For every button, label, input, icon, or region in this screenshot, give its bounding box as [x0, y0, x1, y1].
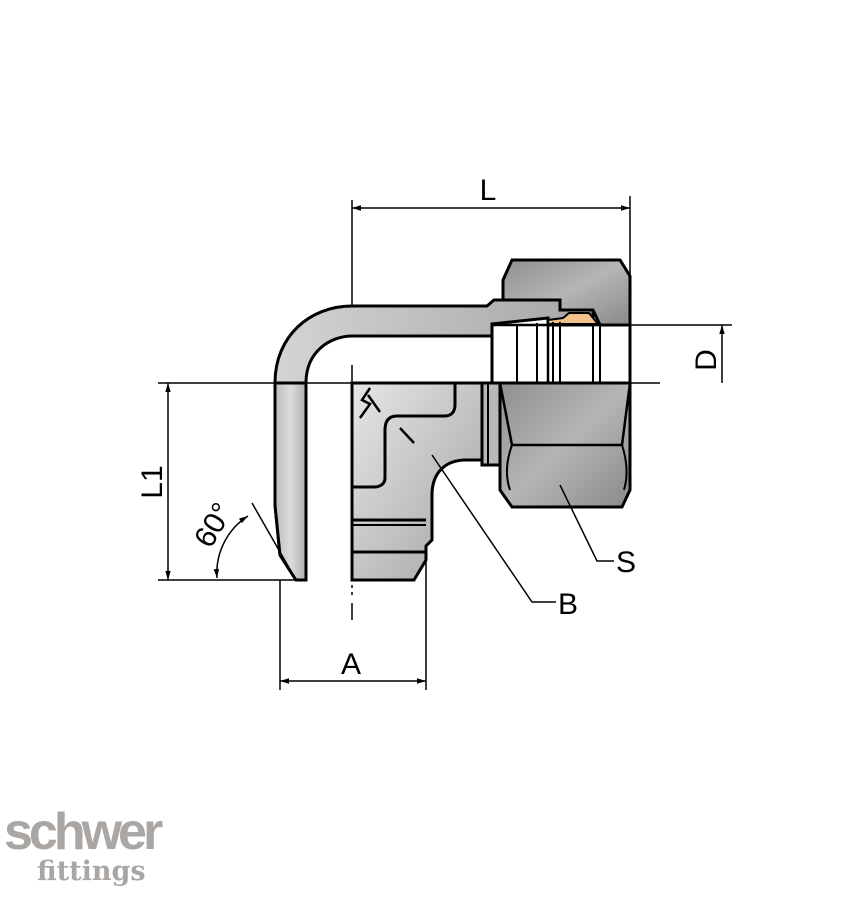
leader-S: S	[559, 484, 636, 579]
brand-logo: schwer fittings	[4, 803, 163, 887]
dimension-A: A	[279, 560, 427, 690]
fitting-body	[350, 381, 502, 582]
label-D: D	[690, 349, 723, 371]
center-lines	[158, 200, 660, 620]
leader-B: B	[431, 454, 578, 621]
label-B: B	[558, 588, 578, 621]
swivel-nut	[498, 258, 632, 509]
label-A: A	[341, 648, 361, 681]
logo-sub-text: fittings	[37, 856, 146, 887]
label-angle: 60°	[188, 497, 239, 553]
sleeve-lines	[490, 276, 632, 383]
dimension-L: L	[352, 174, 631, 276]
logo-brand-text: schwer	[4, 803, 163, 861]
dimension-L1: L1	[136, 383, 296, 581]
label-S: S	[616, 546, 636, 579]
label-L: L	[480, 174, 497, 207]
dimension-D: D	[630, 324, 732, 383]
label-L1: L1	[136, 465, 169, 498]
